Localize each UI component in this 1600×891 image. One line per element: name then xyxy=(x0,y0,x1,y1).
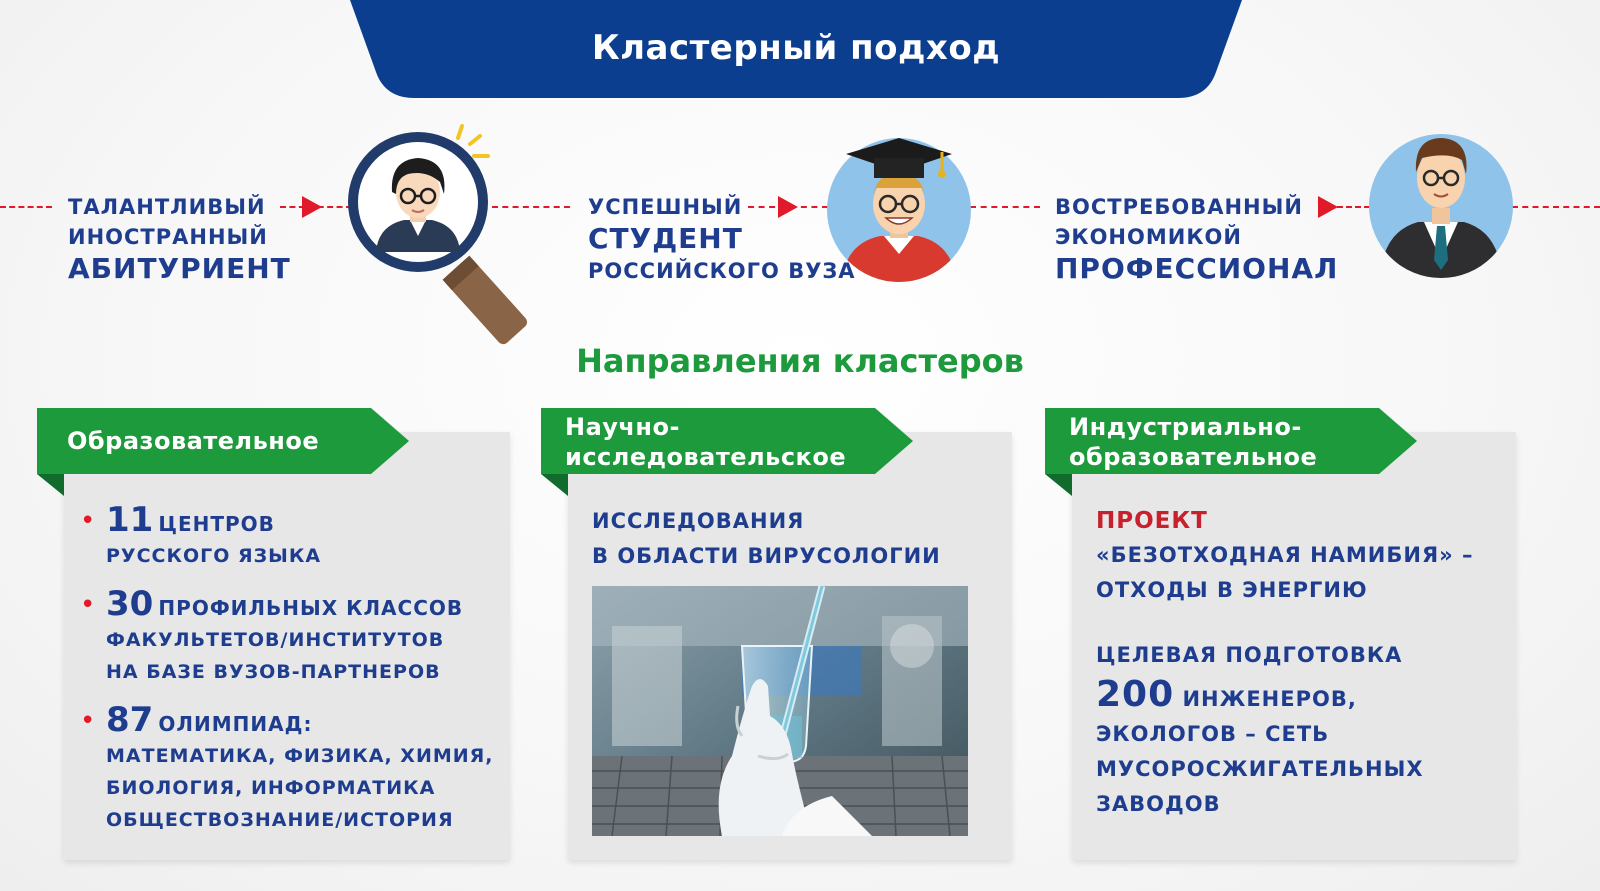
professional-businessman-icon xyxy=(1369,134,1513,278)
timeline-line-6 xyxy=(1328,206,1370,208)
training-title: Целевая подготовка xyxy=(1096,643,1403,667)
stage-applicant-text: Талантливый иностранный абитуриент xyxy=(68,192,291,286)
research-description: Исследования в области вирусологии xyxy=(592,504,941,574)
training-line: заводов xyxy=(1096,792,1221,816)
title-banner: Кластерный подход xyxy=(350,0,1242,98)
bullet-number: 87 xyxy=(106,700,154,740)
tab-line: исследовательское xyxy=(565,443,847,471)
training-line: инженеров, xyxy=(1182,687,1357,711)
cluster-tab-label: Образовательное xyxy=(67,427,320,455)
cluster-tab-label: Индустриально- образовательное xyxy=(1069,412,1317,472)
arrow-right-icon xyxy=(1318,196,1338,218)
stage-keyword: абитуриент xyxy=(68,252,291,285)
project-title: Проект xyxy=(1096,508,1208,534)
list-item: 11 центров русского языка xyxy=(80,500,510,572)
cluster-tab-industrial: Индустриально- образовательное xyxy=(1045,408,1421,498)
project-line: отходы в энергию xyxy=(1096,578,1368,602)
bullet-line: биология, информатика xyxy=(106,777,436,799)
bullet-line: на базе вузов-партнеров xyxy=(106,661,441,683)
stage-line: экономикой xyxy=(1055,225,1242,249)
bullet-line: русского языка xyxy=(106,545,322,567)
list-item: 87 олимпиад: математика, физика, химия, … xyxy=(80,700,510,836)
list-item: 30 профильных классов факультетов/инстит… xyxy=(80,584,510,688)
tab-line: Научно- xyxy=(565,413,680,441)
page-title: Кластерный подход xyxy=(591,28,1001,68)
bullet-line: математика, физика, химия, xyxy=(106,745,494,767)
training-line: экологов – сеть xyxy=(1096,722,1330,746)
stage-line: российского вуза xyxy=(588,259,856,283)
student-graduate-icon xyxy=(827,138,971,282)
cluster-card-industrial xyxy=(1072,432,1516,860)
applicant-magnifier-icon xyxy=(348,124,528,345)
educational-bullets: 11 центров русского языка 30 профильных … xyxy=(80,500,510,848)
cluster-tab-research: Научно- исследовательское xyxy=(541,408,917,498)
bullet-line: факультетов/институтов xyxy=(106,629,445,651)
industrial-description: Проект «Безотходная Намибия» – отходы в … xyxy=(1096,504,1506,822)
stage-line: Востребованный xyxy=(1055,195,1303,219)
timeline-line-3 xyxy=(492,206,570,208)
bullet-first-line: профильных классов xyxy=(158,596,464,620)
training-line: мусоросжигательных xyxy=(1096,757,1424,781)
training-number-line: 200 инженеров, xyxy=(1096,673,1506,717)
project-line: «Безотходная Намибия» – xyxy=(1096,543,1474,567)
stage-professional-text: Востребованный экономикой профессионал xyxy=(1055,192,1338,286)
bullet-first-line: центров xyxy=(158,512,275,536)
stage-line: Успешный xyxy=(588,195,743,219)
timeline-line-7 xyxy=(1512,206,1600,208)
stage-keyword: профессионал xyxy=(1055,252,1339,285)
research-line: Исследования xyxy=(592,509,805,533)
arrow-right-icon xyxy=(302,196,322,218)
stage-line: Талантливый xyxy=(68,195,266,219)
bullet-number: 30 xyxy=(106,584,154,624)
timeline-line-5 xyxy=(970,206,1040,208)
cluster-tab-educational: Образовательное xyxy=(37,408,413,498)
lab-research-photo xyxy=(592,586,968,836)
training-number: 200 xyxy=(1096,674,1175,715)
bullet-line: обществознание/история xyxy=(106,809,454,831)
bullet-first-line: олимпиад: xyxy=(158,712,313,736)
cluster-tab-label: Научно- исследовательское xyxy=(565,412,846,472)
tab-line: образовательное xyxy=(1069,443,1318,471)
tab-line: Индустриально- xyxy=(1069,413,1302,441)
bullet-number: 11 xyxy=(106,500,154,540)
stage-line: иностранный xyxy=(68,225,268,249)
timeline-line-1 xyxy=(0,206,52,208)
stage-keyword: студент xyxy=(588,222,743,255)
stage-student-text: Успешный студент российского вуза xyxy=(588,192,856,286)
arrow-right-icon xyxy=(778,196,798,218)
section-heading: Направления кластеров xyxy=(576,342,1024,380)
research-line: в области вирусологии xyxy=(592,544,941,568)
